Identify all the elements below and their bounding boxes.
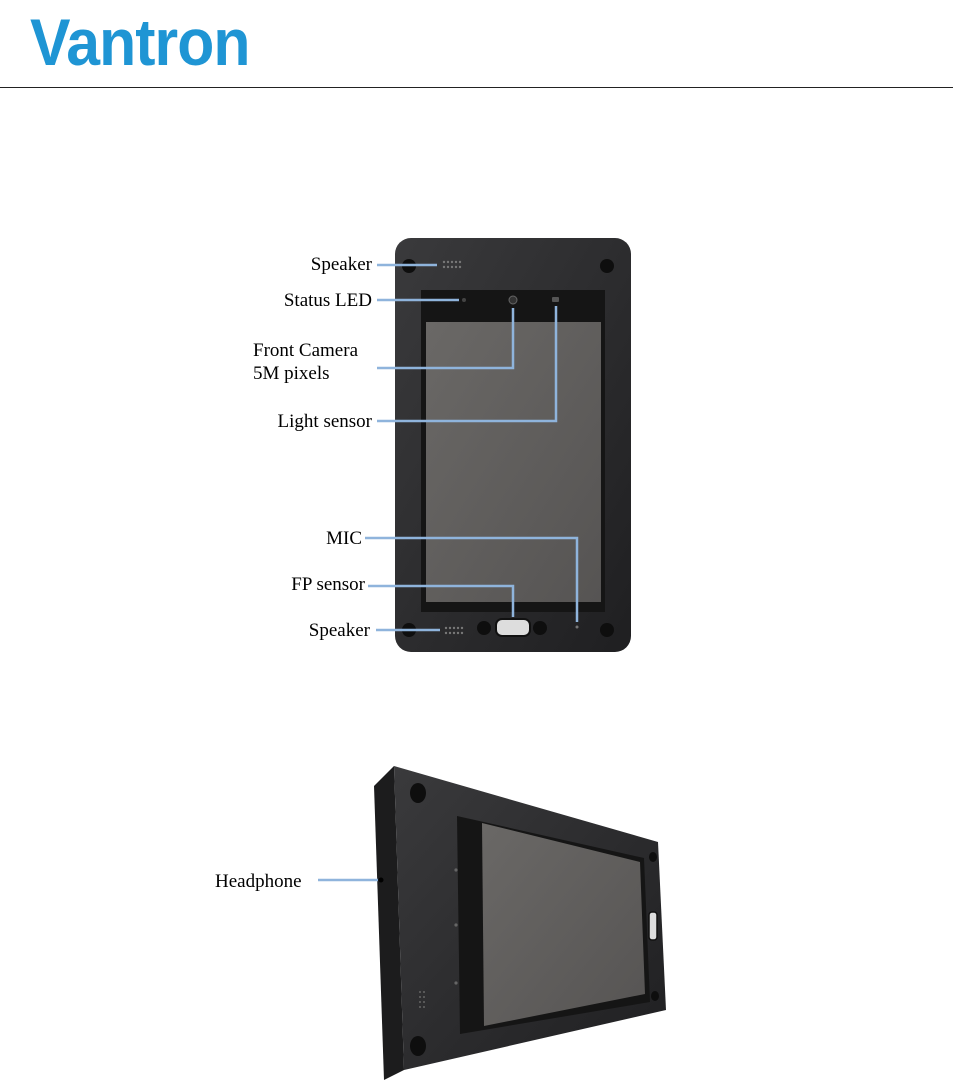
label-mic: MIC	[326, 528, 362, 549]
label-speaker-top: Speaker	[311, 254, 373, 275]
status-led	[462, 298, 466, 302]
label-front-camera-pixels: 5M pixels	[253, 363, 330, 384]
screw-hole	[410, 783, 426, 803]
label-speaker-bottom: Speaker	[309, 620, 371, 641]
screw-hole	[600, 623, 614, 637]
fp-sensor	[649, 912, 657, 940]
label-front-camera: Front Camera	[253, 340, 359, 361]
sensor-dot	[454, 868, 457, 871]
label-status-led: Status LED	[284, 290, 372, 311]
side-view-device	[374, 766, 666, 1080]
sensor-dot	[454, 981, 457, 984]
screw-hole	[410, 1036, 426, 1056]
label-light-sensor: Light sensor	[278, 411, 373, 432]
screw-hole	[477, 621, 491, 635]
screw-hole	[600, 259, 614, 273]
sensor-dot	[454, 923, 457, 926]
fp-sensor	[496, 619, 530, 636]
screw-hole	[533, 621, 547, 635]
label-headphone: Headphone	[215, 871, 302, 892]
mic-hole	[576, 626, 579, 629]
screw-hole	[649, 852, 657, 862]
label-fp-sensor: FP sensor	[291, 574, 365, 595]
light-sensor	[552, 297, 559, 302]
headphone-jack	[379, 878, 384, 883]
front-camera	[509, 296, 517, 304]
screw-hole	[651, 991, 659, 1001]
